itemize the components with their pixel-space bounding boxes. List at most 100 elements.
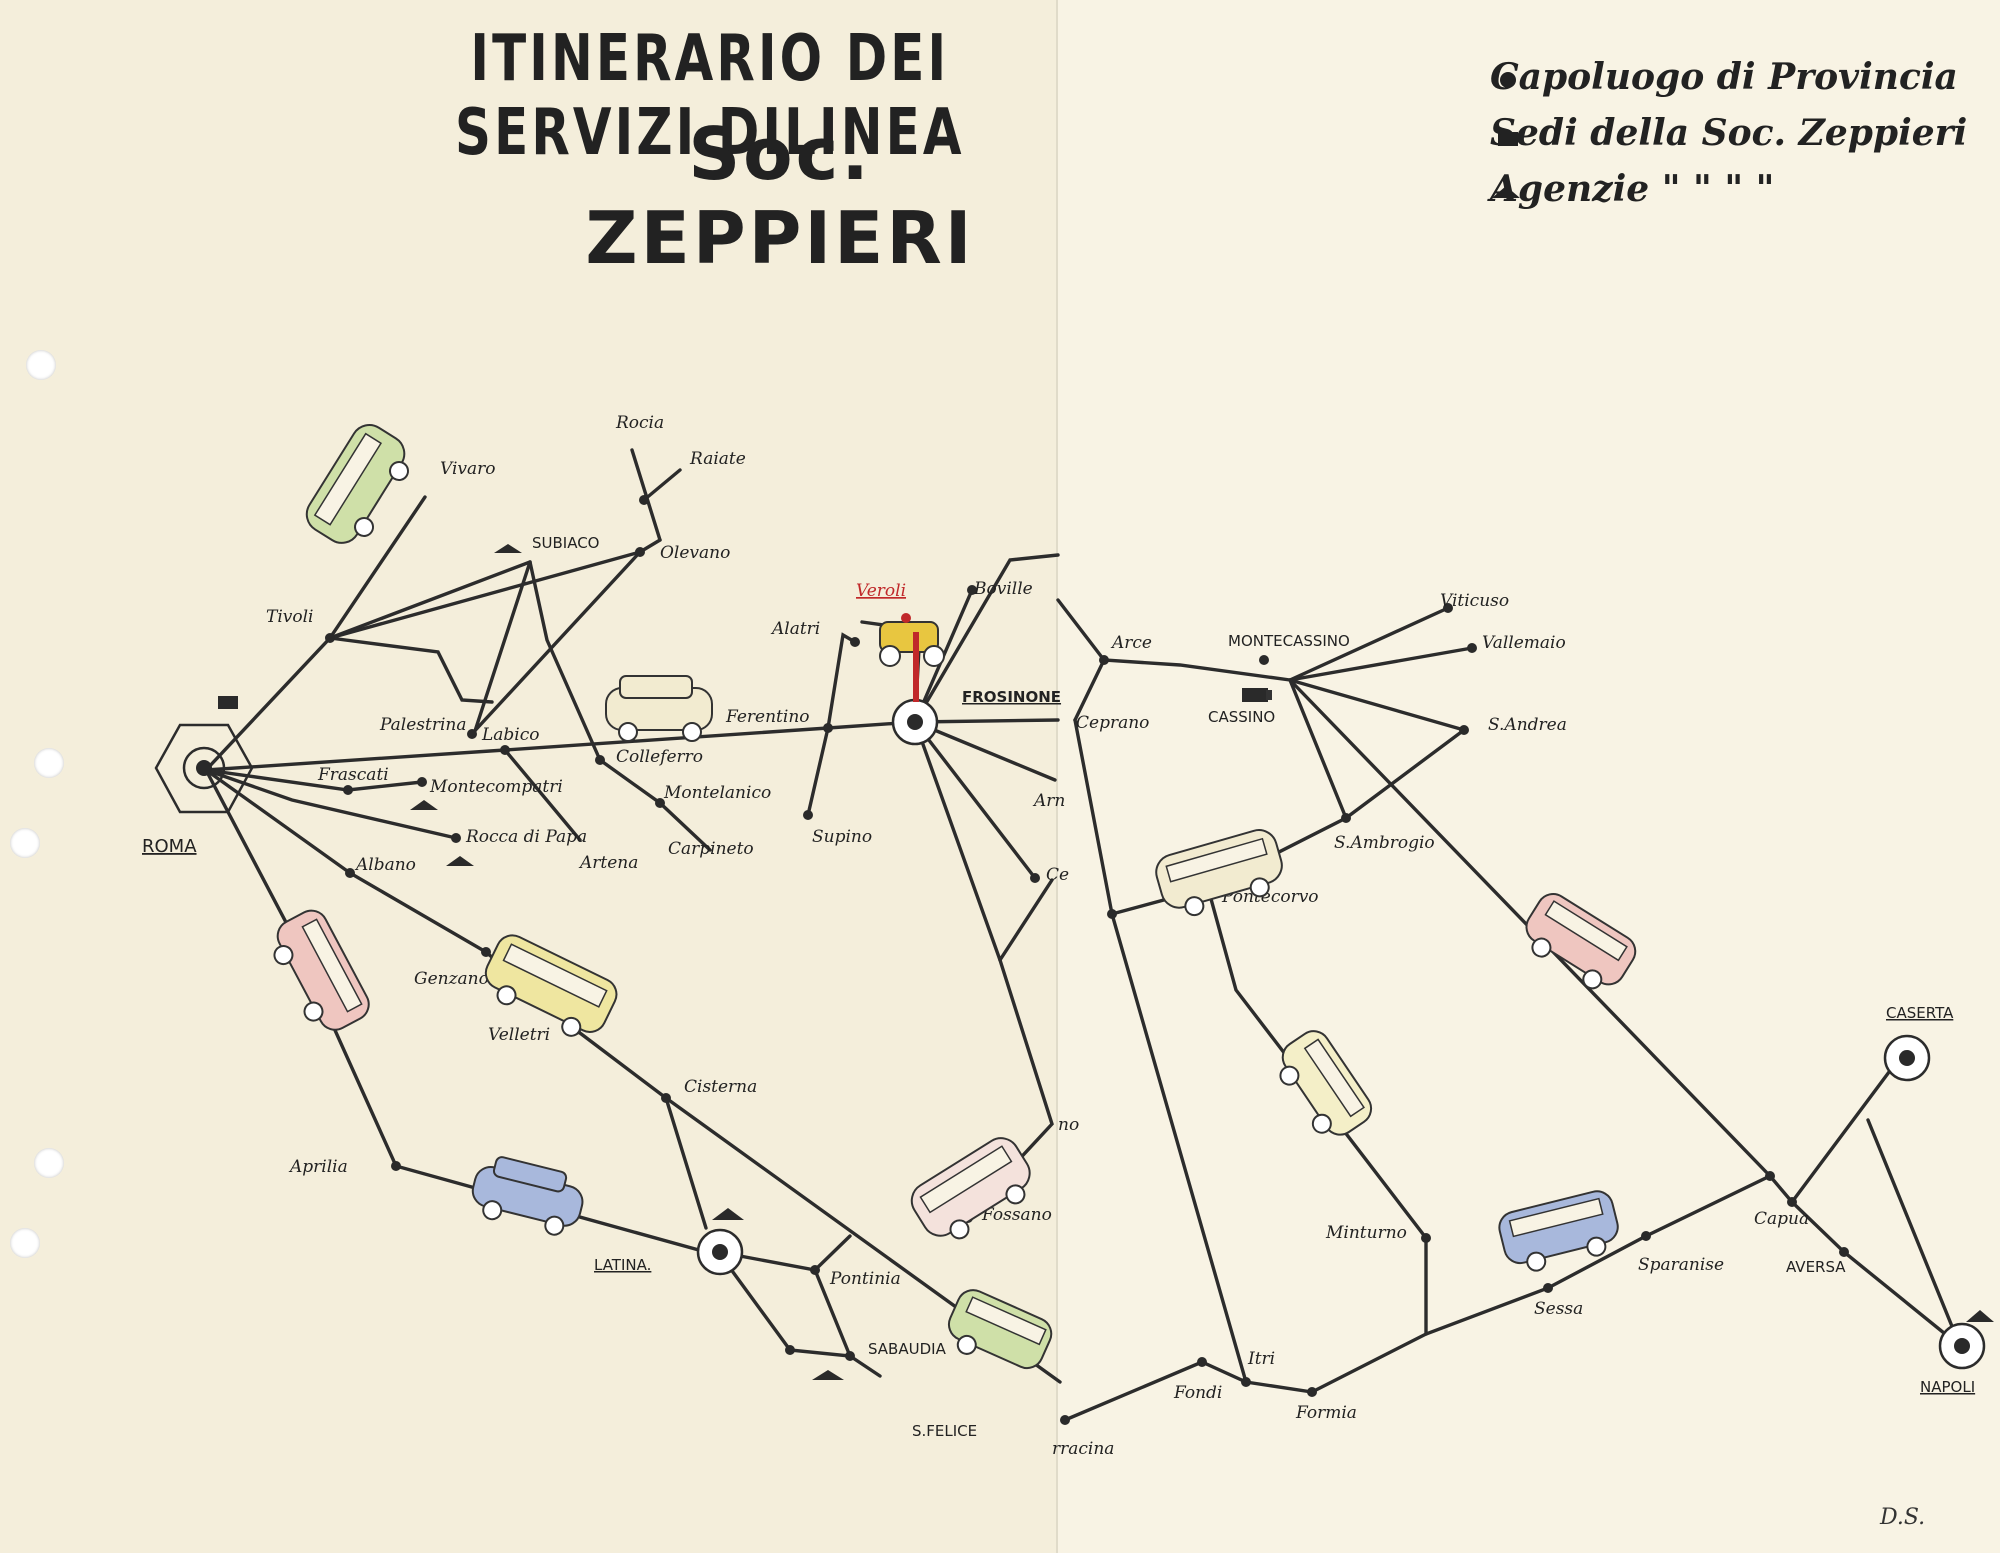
label-palestrina: Palestrina <box>379 715 467 735</box>
label-pontecorvo: Pontecorvo <box>1221 887 1319 907</box>
label-vivaro: Vivaro <box>440 459 496 479</box>
label-formia: Formia <box>1295 1403 1357 1423</box>
legend-label-sedi: Sedi della Soc. Zeppieri <box>1490 112 1968 154</box>
label-montecassino: MONTECASSINO <box>1228 632 1350 650</box>
agenzia-subiaco-triangle-icon <box>494 544 522 553</box>
label-aprilia: Aprilia <box>288 1157 348 1177</box>
route-roma-frosinone <box>204 720 917 772</box>
route-latina-pontinia <box>738 1234 852 1272</box>
label-itri: Itri <box>1247 1349 1275 1369</box>
route-olevano-raiate <box>642 468 682 502</box>
caserta-circle-icon <box>1883 1034 1931 1082</box>
route-capua-caserta <box>1790 1062 1897 1204</box>
label-rocia: Rocia <box>615 413 664 433</box>
label-sparanise: Sparanise <box>1638 1255 1724 1275</box>
car-icon <box>605 675 713 742</box>
label-frosinone: FROSINONE <box>962 688 1061 706</box>
route-subiaco-colleferro <box>528 560 602 762</box>
route-arce-cassino <box>1056 598 1292 682</box>
route-tivoli-subiaco <box>328 560 532 640</box>
label-carpineto: Carpineto <box>668 839 754 859</box>
route-ceprano-pontecorvo <box>1073 718 1114 916</box>
route-labico-artena <box>503 748 582 842</box>
frosinone-circle-icon <box>891 698 939 746</box>
route-cassino-sambrogio <box>1288 678 1348 820</box>
label-caserta: CASERTA <box>1886 1004 1954 1022</box>
bus-icon <box>273 909 370 1031</box>
route-tivoli-palestrina <box>328 636 494 704</box>
label-veroli: Veroli <box>856 581 906 601</box>
binder-hole <box>10 1228 40 1258</box>
place-labels: ROMA Tivoli Vivaro SUBIACO Rocia Raiate … <box>142 413 1975 1459</box>
label-s-andrea: S.Andrea <box>1488 715 1567 735</box>
label-raiate: Raiate <box>689 449 746 469</box>
route-frosinone-arna <box>913 720 1057 782</box>
stagecoach-icon <box>879 613 945 702</box>
route-pontecorvo-itri <box>1110 912 1248 1384</box>
agenzia-roccadipapa-triangle-icon <box>446 856 474 866</box>
label-rocca-di-papa: Rocca di Papa <box>465 827 587 847</box>
label-napoli: NAPOLI <box>1920 1378 1975 1396</box>
napoli-circle-icon <box>1938 1322 1986 1370</box>
label-fondi: Fondi <box>1173 1383 1222 1403</box>
route-roma-roccadipapa <box>204 768 458 840</box>
label-supino: Supino <box>812 827 872 847</box>
label-alatri: Alatri <box>770 619 820 639</box>
agenzia-napoli-triangle-icon <box>1966 1310 1994 1322</box>
label-albano: Albano <box>354 855 416 875</box>
abbey-icon <box>1266 690 1272 700</box>
route-frosinone-east <box>913 553 1060 724</box>
label-boville: Boville <box>973 579 1033 599</box>
route-cassino-vallemaio <box>1288 646 1474 682</box>
label-subiaco: SUBIACO <box>532 534 600 552</box>
label-terracina: rracina <box>1052 1439 1114 1459</box>
legend-label-capoluogo: Capoluogo di Provincia <box>1490 56 1958 98</box>
latina-circle-icon <box>696 1228 744 1276</box>
route-alatri <box>826 632 857 730</box>
label-labico: Labico <box>481 725 540 745</box>
map-title: ITINERARIO DEI SERVIZI DILINEA <box>455 22 965 170</box>
label-cisterna: Cisterna <box>684 1077 757 1097</box>
label-minturno: Minturno <box>1325 1223 1407 1243</box>
label-montecompatri: Montecompatri <box>429 777 563 797</box>
label-genzano: Genzano <box>414 969 489 989</box>
label-vallemaio: Vallemaio <box>1482 633 1566 653</box>
binder-hole <box>10 828 40 858</box>
label-latina: LATINA. <box>594 1256 651 1274</box>
map-subtitle: Soc. ZEPPIERI <box>585 112 975 280</box>
label-tivoli: Tivoli <box>266 607 314 627</box>
label-viticuso: Viticuso <box>1440 591 1509 611</box>
label-pontinia: Pontinia <box>829 1269 901 1289</box>
route-pontinia-sabaudia <box>813 1268 852 1358</box>
bus-icon <box>1155 829 1283 917</box>
route-frosinone-ce <box>913 720 1037 880</box>
label-roma: ROMA <box>142 836 197 857</box>
label-s-ambrogio: S.Ambrogio <box>1334 833 1435 853</box>
label-arna: Arn <box>1032 791 1065 811</box>
label-capua: Capua <box>1754 1209 1809 1229</box>
label-sabaudia: SABAUDIA <box>868 1340 947 1358</box>
town-dots <box>325 495 1849 1425</box>
route-ferentino-supino <box>806 726 830 817</box>
route-subiaco-labico <box>472 560 532 736</box>
agenzia-latina-triangle-icon <box>712 1208 744 1220</box>
bus-icon <box>910 1137 1031 1240</box>
car-icon <box>471 1156 584 1236</box>
label-artena: Artena <box>578 853 638 873</box>
route-cassino-sandrea <box>1288 678 1466 732</box>
route-lines <box>204 448 1062 1384</box>
route-ce-link <box>998 878 1054 962</box>
label-ce: Ce <box>1046 865 1069 885</box>
bus-illustrations <box>273 424 1637 1370</box>
route-olevano-labico <box>468 550 642 738</box>
label-s-felice: S.FELICE <box>912 1422 977 1440</box>
legend-label-agenzie: Agenzie " " " " <box>1490 168 1775 210</box>
route-cisterna-latina <box>664 1096 708 1230</box>
label-no: no <box>1058 1115 1079 1135</box>
route-colleferro-carpineto <box>598 758 712 852</box>
route-frosinone-ceprano <box>913 718 1060 724</box>
label-velletri: Velletri <box>488 1025 550 1045</box>
binder-hole <box>34 748 64 778</box>
route-latina-sabaudia <box>728 1266 882 1378</box>
